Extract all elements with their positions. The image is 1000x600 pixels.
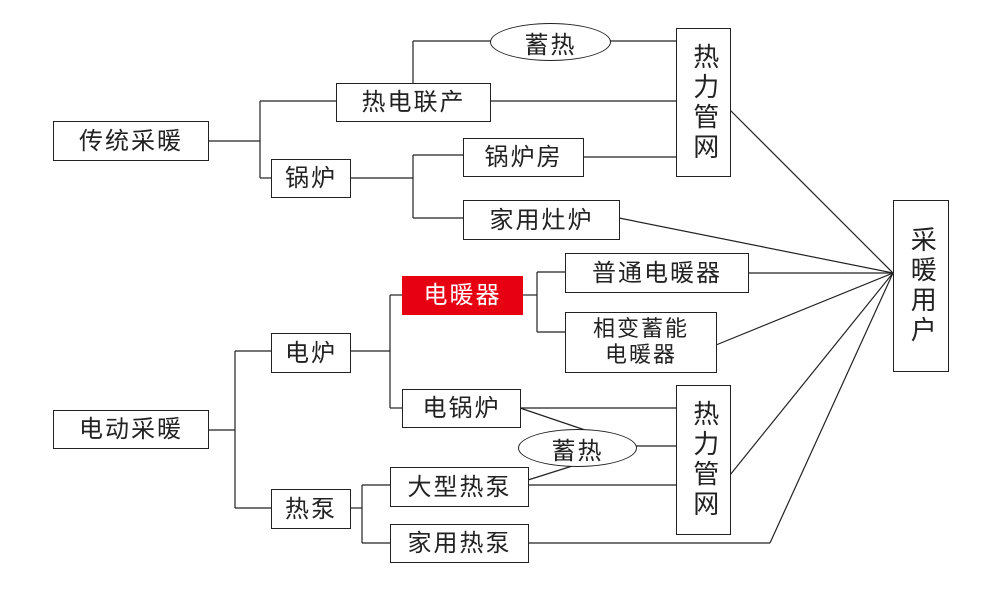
household-stove-node: 家用灶炉	[463, 200, 620, 240]
large-heat-pump-node: 大型热泵	[390, 467, 529, 507]
heat-storage-top-node: 蓄热	[490, 23, 611, 61]
heat-pump-node: 热泵	[271, 489, 351, 529]
electric-heating-node: 电动采暖	[53, 410, 209, 449]
ordinary-electric-heater-node: 普通电暖器	[565, 253, 749, 293]
electric-furnace-node: 电炉	[271, 333, 351, 373]
household-heat-pump-node: 家用热泵	[390, 524, 529, 563]
phase-change-heater-node: 相变蓄能 电暖器	[565, 312, 717, 373]
electric-heater-node: 电暖器	[402, 276, 523, 315]
phase-change-heater-line1: 相变蓄能	[592, 317, 689, 343]
heat-network-bottom-node: 热力管网	[676, 385, 731, 535]
boiler-node: 锅炉	[271, 159, 351, 198]
chp-node: 热电联产	[336, 83, 491, 122]
electric-boiler-node: 电锅炉	[402, 389, 521, 428]
heat-storage-bottom-node: 蓄热	[518, 429, 637, 467]
phase-change-heater-line2: 电暖器	[604, 342, 677, 368]
traditional-heating-node: 传统采暖	[53, 121, 209, 161]
boiler-room-node: 锅炉房	[463, 138, 584, 177]
heat-network-top-node: 热力管网	[676, 28, 731, 177]
heating-users-node: 采暖用户	[893, 200, 949, 372]
